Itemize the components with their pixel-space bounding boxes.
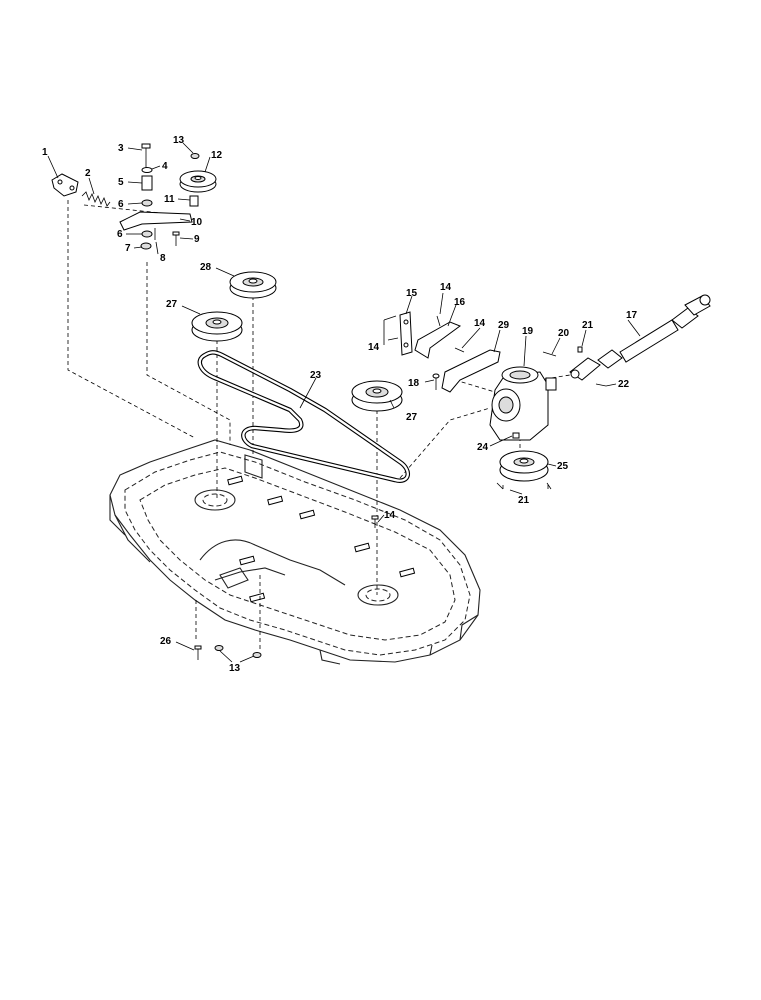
callout-25: 25 [557,461,569,472]
callout-12: 12 [211,150,223,161]
mower-deck-shell [109,439,481,665]
callout-28: 28 [200,262,212,273]
callout-14b: 14 [368,342,380,353]
callout-17: 17 [626,310,638,321]
callout-1: 1 [42,147,48,158]
callout-29: 29 [498,320,510,331]
callout-14c: 14 [474,318,486,329]
drive-shaft [569,294,711,381]
pulley-28 [229,271,277,299]
callout-7: 7 [125,243,131,254]
idler-arm-assembly [51,143,200,250]
callout-21a: 21 [582,320,594,331]
gearbox-assembly [383,311,607,490]
callout-10: 10 [191,217,203,228]
callout-11: 11 [164,194,175,205]
callout-19: 19 [522,326,534,337]
drive-belt [197,350,410,483]
deck-fasteners [194,515,379,660]
callout-6b: 6 [117,229,123,240]
callout-16: 16 [454,297,466,308]
callout-labels: 1 2 3 4 5 6 6 7 8 9 10 11 12 13 13 14 14… [42,135,638,674]
callout-8: 8 [160,253,166,264]
callout-13b: 13 [229,663,241,674]
callout-4: 4 [162,161,168,172]
pulley-25 [499,450,549,482]
callout-27b: 27 [406,412,418,423]
callout-2: 2 [85,168,91,179]
callout-21b: 21 [518,495,530,506]
idler-pulley-12 [179,170,217,193]
callout-14d: 14 [384,510,396,521]
callout-14a: 14 [440,282,452,293]
pulley-27-right [351,380,403,412]
callout-26: 26 [160,636,172,647]
callout-20: 20 [558,328,570,339]
callout-27a: 27 [166,299,178,310]
leader-lines [47,142,641,663]
callout-13a: 13 [173,135,185,146]
callout-9: 9 [194,234,200,245]
callout-18: 18 [408,378,420,389]
callout-24: 24 [477,442,489,453]
callout-6a: 6 [118,199,124,210]
callout-15: 15 [406,288,418,299]
callout-3: 3 [118,143,124,154]
callout-22: 22 [618,379,630,390]
callout-23: 23 [310,370,322,381]
pulley-27-left [191,311,243,342]
callout-5: 5 [118,177,124,188]
